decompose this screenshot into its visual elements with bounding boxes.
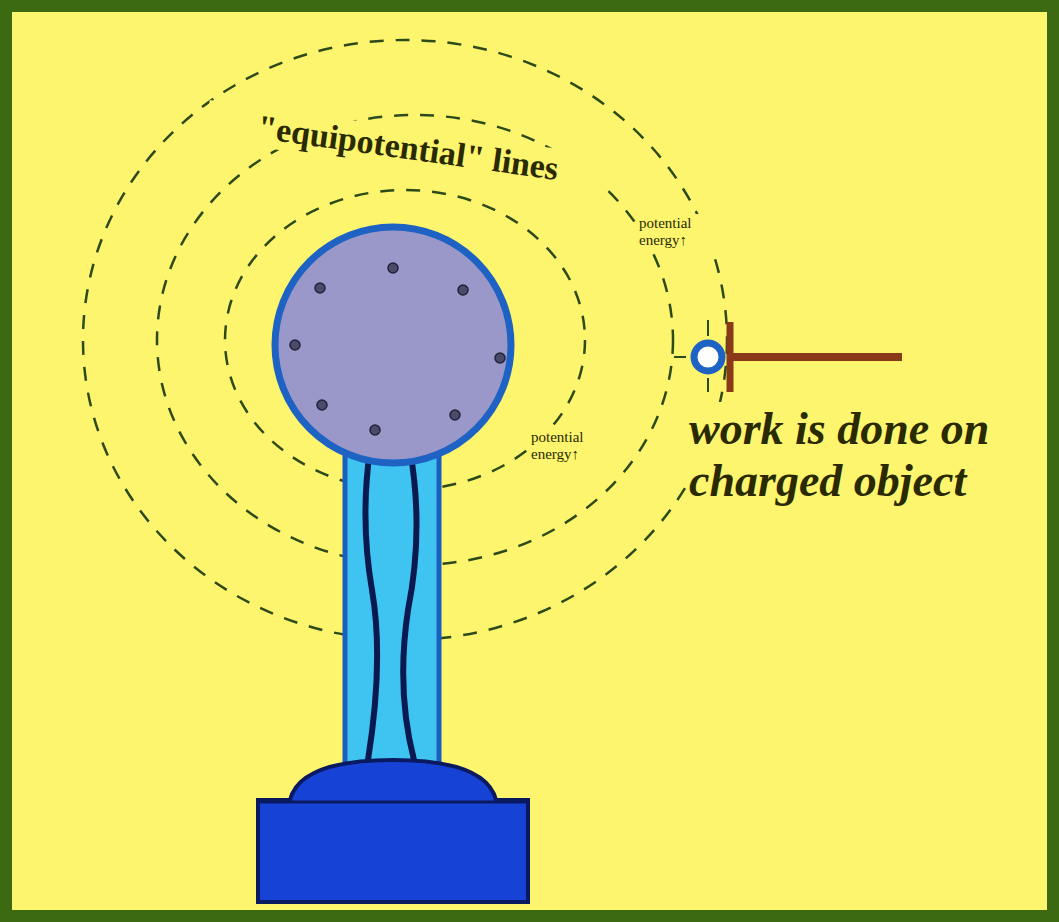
- diagram-title-label: "equipotential" lines: [204, 100, 612, 196]
- caption-note: work is done on charged object: [686, 402, 1047, 507]
- force-marks: [674, 320, 708, 392]
- annotation: potential energy↑: [528, 428, 620, 464]
- charge-dot: [458, 285, 468, 295]
- charge-dot: [370, 425, 380, 435]
- frame: [6, 6, 1053, 916]
- charge-dot: [495, 353, 505, 363]
- charge-dot: [317, 400, 327, 410]
- charged-sphere: [275, 227, 511, 463]
- force-mark: [707, 378, 709, 392]
- test-charge: [694, 343, 722, 371]
- charge-dot: [315, 283, 325, 293]
- force-mark: [707, 320, 709, 336]
- insulating-column: [345, 440, 439, 770]
- rod: [733, 353, 902, 361]
- base: [258, 760, 528, 902]
- charge-dot: [450, 410, 460, 420]
- stand: [258, 440, 528, 902]
- base-edge: [258, 801, 528, 804]
- charge-dot: [388, 263, 398, 273]
- charges: [290, 263, 505, 435]
- sphere: [275, 227, 511, 463]
- annotation: potential energy↑: [636, 214, 728, 250]
- belt: [403, 450, 416, 760]
- belt: [365, 450, 377, 760]
- charge-dot: [290, 340, 300, 350]
- rod-end: [727, 322, 734, 392]
- force-mark: [674, 356, 686, 358]
- test-charge: [674, 320, 902, 392]
